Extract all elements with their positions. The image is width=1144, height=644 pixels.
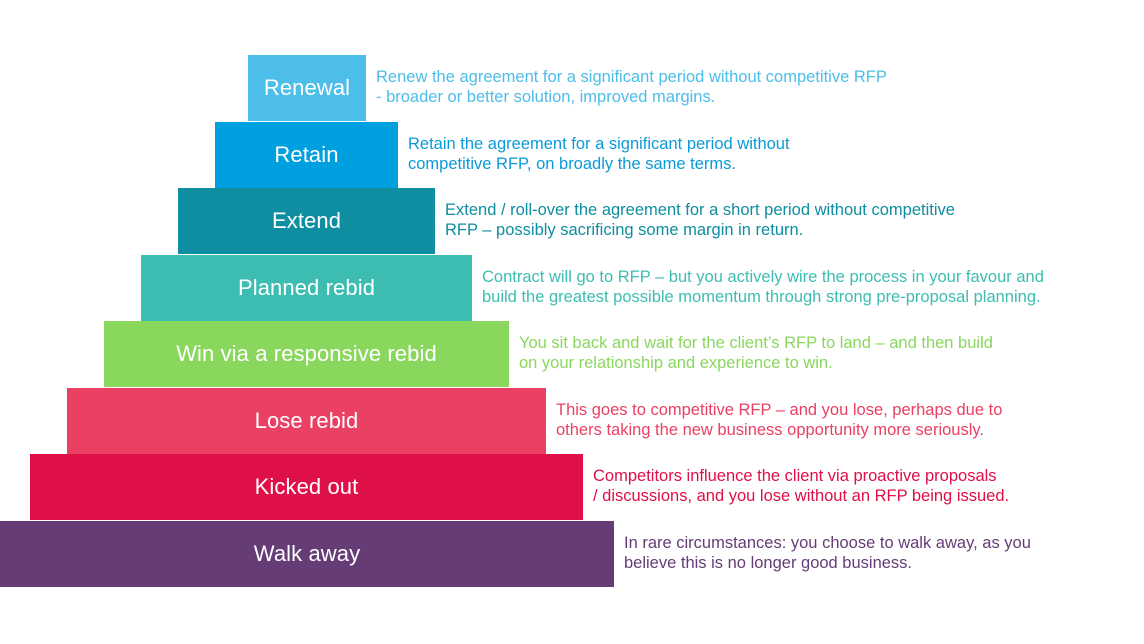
- pyramid-tier-6: Lose rebid: [67, 388, 546, 454]
- tier-description-5: You sit back and wait for the client’s R…: [519, 333, 993, 373]
- tier-label: Renewal: [263, 75, 351, 100]
- tier-label: Kicked out: [254, 474, 359, 499]
- tier-description-3: Extend / roll-over the agreement for a s…: [445, 200, 955, 240]
- description-line: You sit back and wait for the client’s R…: [519, 334, 993, 352]
- description-line: Retain the agreement for a significant p…: [408, 135, 790, 153]
- description-line: build the greatest possible momentum thr…: [482, 288, 1041, 306]
- tier-description-1: Renew the agreement for a significant pe…: [376, 67, 887, 107]
- description-line: on your relationship and experience to w…: [519, 354, 833, 372]
- description-line: others taking the new business opportuni…: [556, 421, 985, 439]
- pyramid-tier-7: Kicked out: [30, 454, 583, 520]
- description-line: / discussions, and you lose without an R…: [593, 487, 1010, 505]
- description-line: competitive RFP, on broadly the same ter…: [408, 155, 737, 173]
- description-line: believe this is no longer good business.: [624, 554, 913, 572]
- description-line: RFP – possibly sacrificing some margin i…: [445, 221, 804, 239]
- pyramid-tier-3: Extend: [178, 188, 435, 254]
- tier-label: Walk away: [253, 541, 361, 566]
- description-line: Competitors influence the client via pro…: [593, 467, 997, 485]
- pyramid-tier-5: Win via a responsive rebid: [104, 321, 509, 387]
- tier-label: Lose rebid: [254, 408, 359, 433]
- description-line: Extend / roll-over the agreement for a s…: [445, 201, 955, 219]
- tier-description-2: Retain the agreement for a significant p…: [408, 134, 790, 174]
- description-line: - broader or better solution, improved m…: [376, 88, 716, 106]
- pyramid-tier-2: Retain: [215, 122, 398, 188]
- description-line: Contract will go to RFP – but you active…: [482, 268, 1044, 286]
- tier-description-8: In rare circumstances: you choose to wal…: [624, 533, 1031, 573]
- tier-description-7: Competitors influence the client via pro…: [593, 466, 1009, 506]
- pyramid-tier-1: Renewal: [248, 55, 366, 121]
- description-line: In rare circumstances: you choose to wal…: [624, 534, 1031, 552]
- tier-label: Win via a responsive rebid: [176, 341, 437, 366]
- pyramid-tier-4: Planned rebid: [141, 255, 472, 321]
- tier-label: Retain: [274, 142, 339, 167]
- tier-description-6: This goes to competitive RFP – and you l…: [556, 400, 1002, 440]
- description-line: This goes to competitive RFP – and you l…: [556, 401, 1003, 419]
- tier-description-4: Contract will go to RFP – but you active…: [482, 267, 1044, 307]
- description-line: Renew the agreement for a significant pe…: [376, 68, 887, 86]
- pyramid-tier-8: Walk away: [0, 521, 614, 587]
- tier-label: Extend: [271, 208, 342, 233]
- tier-label: Planned rebid: [237, 275, 376, 300]
